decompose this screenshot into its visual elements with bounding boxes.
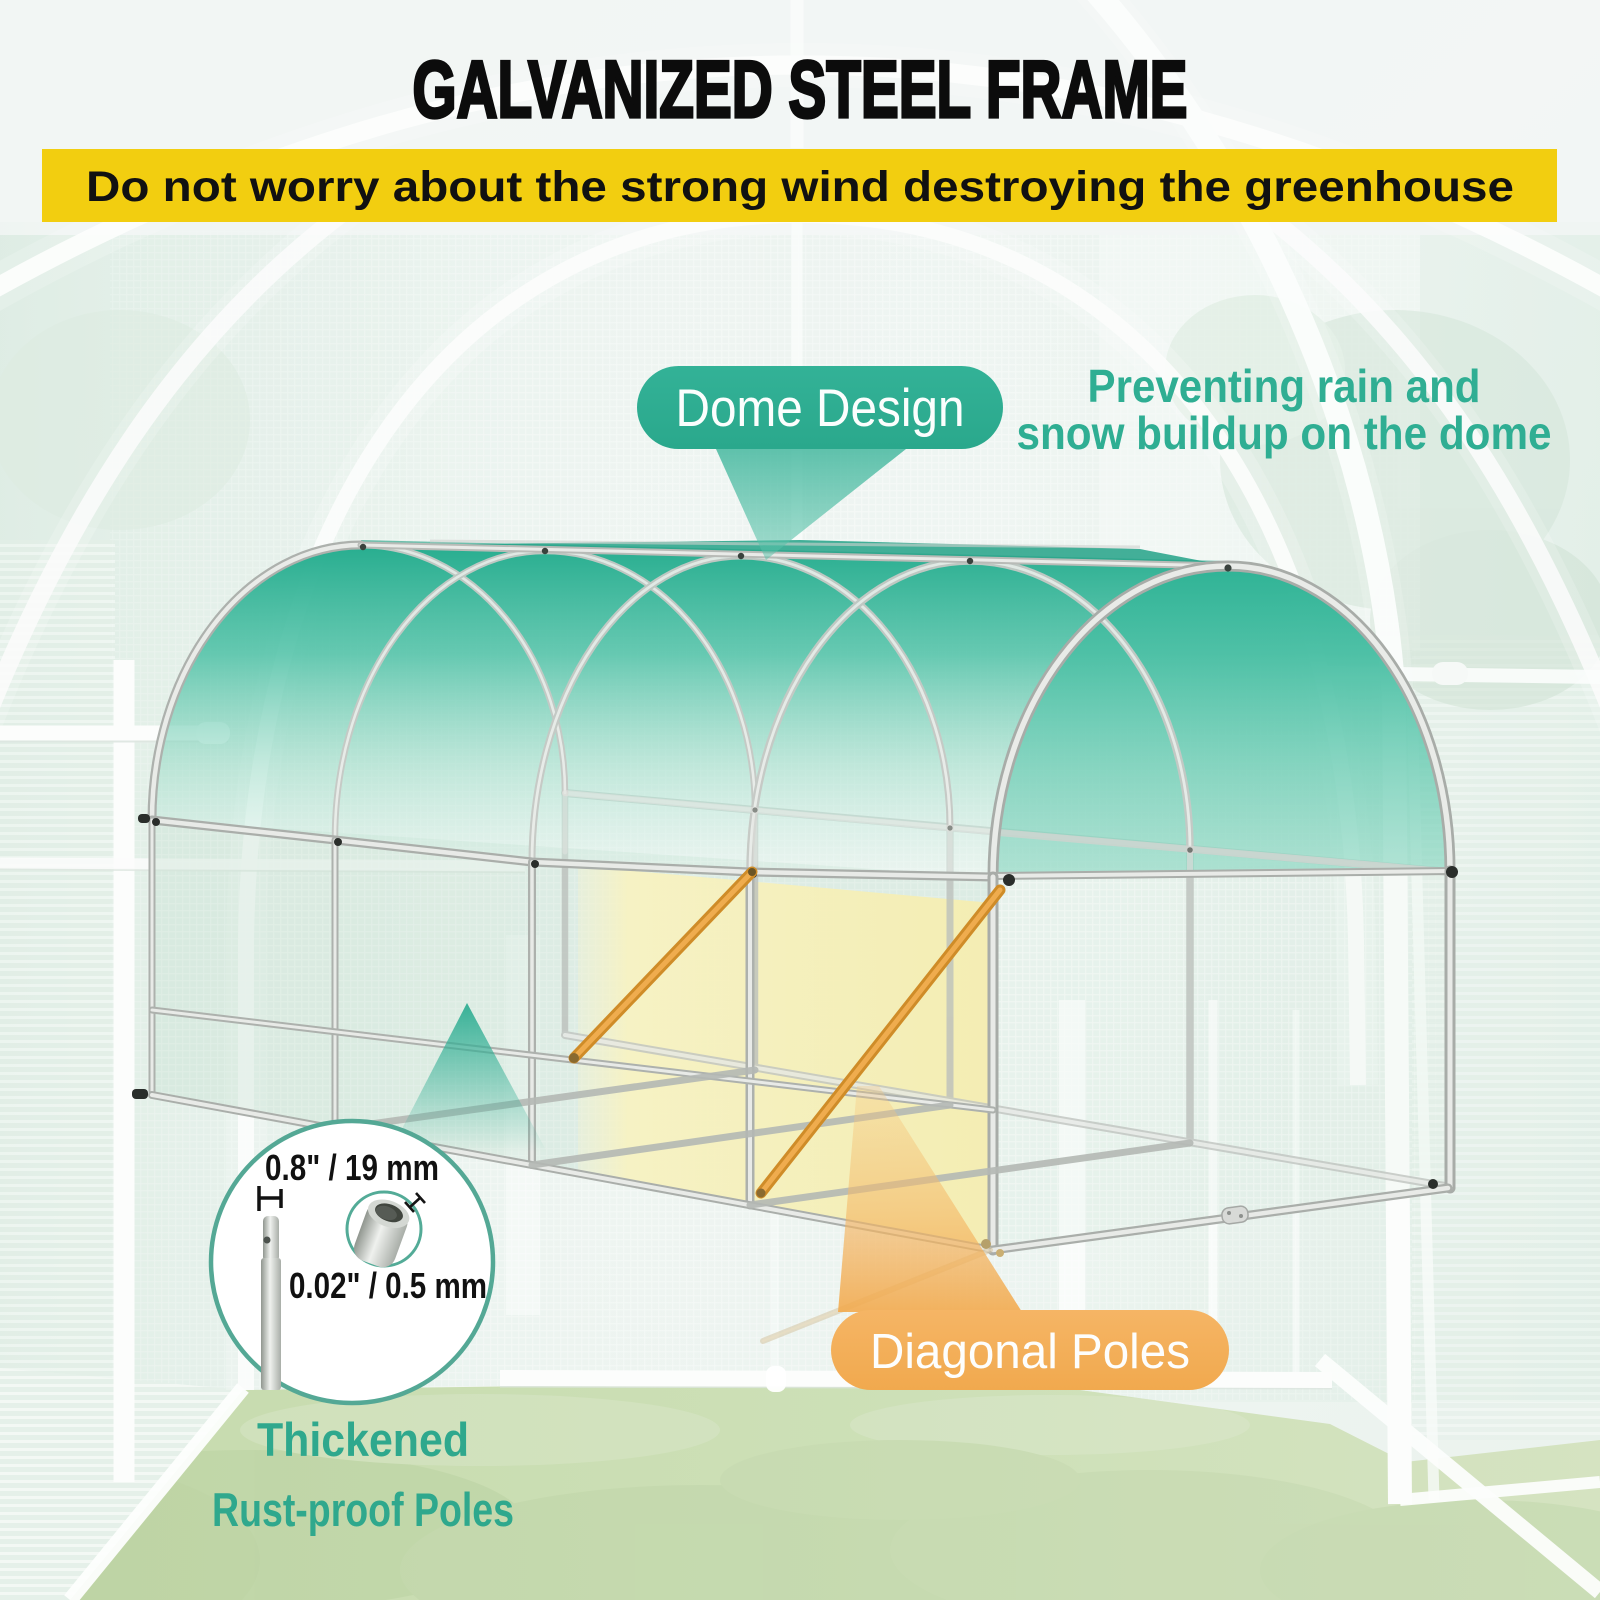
svg-text:Dome Design: Dome Design xyxy=(676,379,965,438)
svg-text:snow buildup on the dome: snow buildup on the dome xyxy=(1017,407,1552,459)
svg-text:Do not worry about the strong: Do not worry about the strong wind destr… xyxy=(86,163,1514,211)
svg-text:Rust-proof Poles: Rust-proof Poles xyxy=(212,1483,514,1536)
svg-text:Thickened: Thickened xyxy=(257,1413,469,1466)
svg-text:GALVANIZED STEEL FRAME: GALVANIZED STEEL FRAME xyxy=(413,45,1188,135)
svg-text:0.02" / 0.5 mm: 0.02" / 0.5 mm xyxy=(289,1265,487,1306)
svg-text:0.8" / 19 mm: 0.8" / 19 mm xyxy=(265,1147,439,1188)
svg-text:Preventing rain and: Preventing rain and xyxy=(1088,360,1481,412)
svg-text:Diagonal Poles: Diagonal Poles xyxy=(870,1325,1190,1379)
